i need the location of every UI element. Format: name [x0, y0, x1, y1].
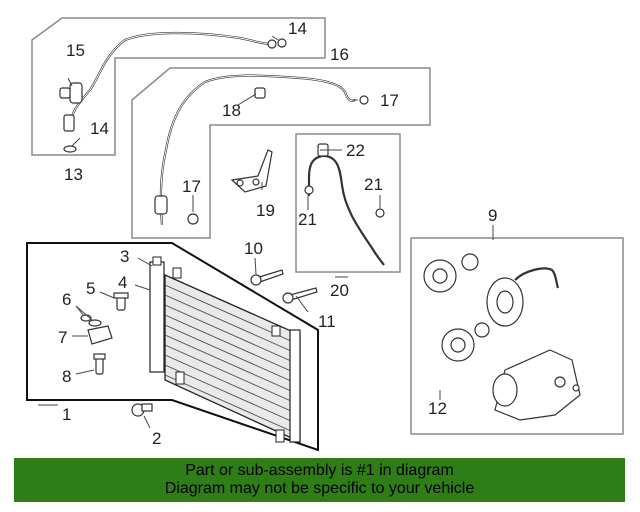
footer-banner: Part or sub-assembly is #1 in diagram Di… — [14, 458, 625, 502]
callout-14b: 14 — [90, 119, 109, 138]
group-box-compressor — [410, 237, 624, 435]
callout-16: 16 — [330, 45, 349, 64]
condenser — [149, 256, 301, 444]
group-box-13 — [31, 17, 326, 156]
leader-lines — [38, 35, 494, 429]
callout-12: 12 — [428, 399, 447, 418]
callout-14a: 14 — [288, 19, 307, 38]
o-rings-6 — [80, 314, 102, 327]
callout-2: 2 — [152, 429, 161, 448]
compressor-assembly — [423, 253, 581, 421]
callout-20: 20 — [330, 281, 349, 300]
bolt-8 — [93, 353, 106, 375]
callout-1: 1 — [62, 405, 71, 424]
callout-9: 9 — [488, 206, 497, 225]
callout-11: 11 — [318, 312, 336, 331]
callout-21a: 21 — [298, 210, 317, 229]
hose-lower — [304, 143, 385, 266]
hose-middle — [154, 74, 369, 226]
callout-18: 18 — [222, 101, 241, 120]
banner-line-2: Diagram may not be specific to your vehi… — [164, 480, 475, 497]
group-box-condenser — [26, 242, 319, 452]
callout-19: 19 — [256, 201, 275, 220]
callout-8: 8 — [62, 367, 71, 386]
callout-3: 3 — [120, 247, 129, 266]
callout-10: 10 — [244, 239, 263, 258]
bolt-10 — [250, 269, 284, 286]
bracket-19 — [230, 149, 273, 193]
bolt-5 — [113, 292, 129, 311]
callout-6: 6 — [62, 290, 71, 309]
callout-15: 15 — [66, 41, 85, 60]
group-box-20 — [295, 133, 401, 273]
callout-4: 4 — [118, 273, 127, 292]
banner-line-1: Part or sub-assembly is #1 in diagram — [185, 462, 454, 479]
group-box-16 — [131, 67, 431, 239]
callout-7: 7 — [58, 328, 67, 347]
bracket-7 — [87, 325, 113, 345]
hose-upper — [59, 31, 277, 132]
parts-diagram: 1 2 3 4 5 6 7 8 9 10 11 12 13 14 14 15 1… — [26, 17, 624, 452]
callout-13: 13 — [64, 165, 83, 184]
o-ring — [63, 145, 77, 153]
callout-21b: 21 — [364, 175, 383, 194]
o-ring — [187, 213, 199, 225]
callout-17b: 17 — [182, 177, 201, 196]
callout-5: 5 — [86, 279, 95, 298]
callout-17a: 17 — [380, 91, 399, 110]
callout-22: 22 — [346, 141, 365, 160]
bolt-2 — [131, 403, 153, 417]
